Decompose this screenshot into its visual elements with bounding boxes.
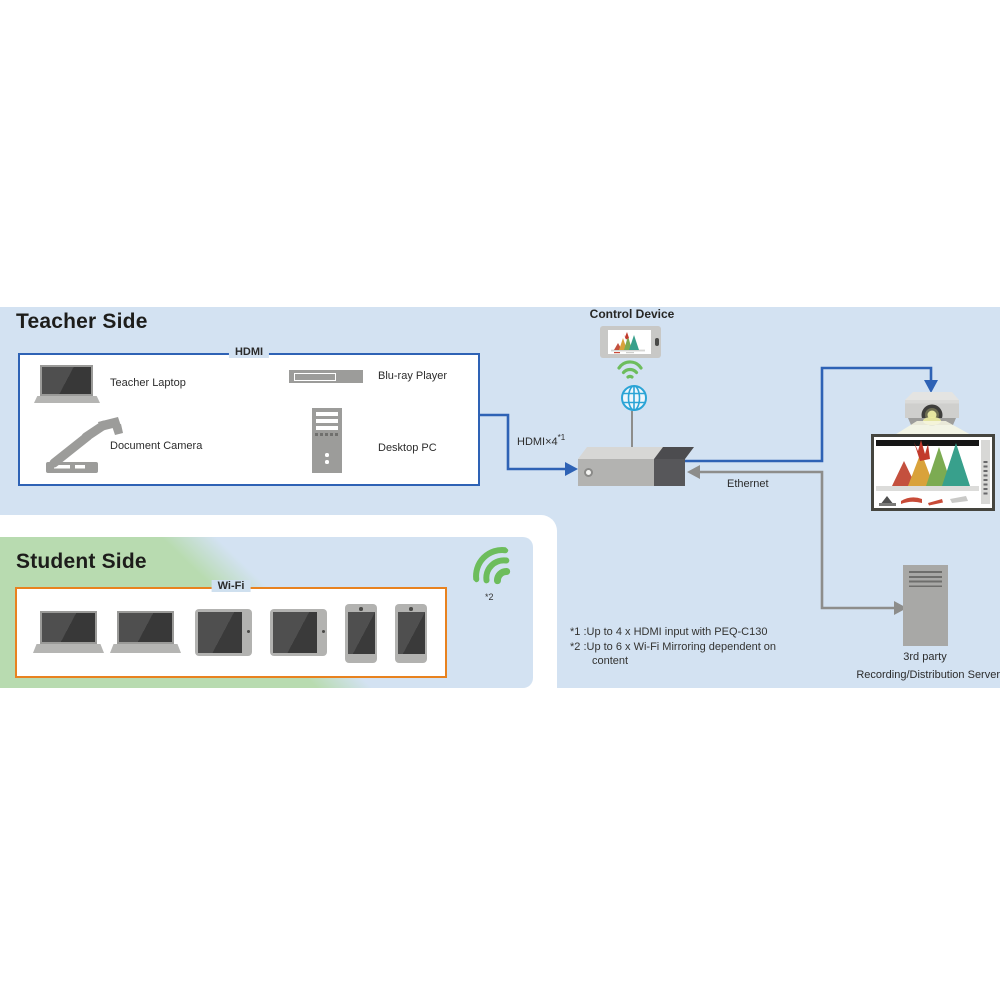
globe-icon <box>621 385 647 411</box>
switcher-power-led <box>584 468 593 477</box>
footnote-line-2: *2 :Up to 6 x Wi-Fi Mirroring dependent … <box>570 640 777 653</box>
display-board-icon <box>871 434 995 511</box>
bluray-tray <box>294 373 336 381</box>
student-laptop-icon <box>110 609 181 653</box>
control-device-title: Control Device <box>589 307 675 321</box>
ethernet-label: Ethernet <box>727 478 769 490</box>
document-camera-icon <box>46 417 123 473</box>
switcher-dark-panel-top <box>654 447 694 459</box>
student-wifi-footnote: *2 <box>485 592 494 602</box>
teacher-side-title: Teacher Side <box>16 310 148 333</box>
control-device-phone-icon <box>600 326 661 358</box>
control-phone-screen-chart <box>611 332 645 354</box>
document-camera-label: Document Camera <box>110 440 203 452</box>
server-icon <box>903 565 948 646</box>
student-phone-icon <box>395 604 427 663</box>
hdmi-input-footnote: *1 <box>557 433 566 442</box>
server-vents <box>909 571 942 587</box>
hdmi-input-label: HDMI×4*1 <box>517 433 566 448</box>
server-label-line2: Recording/Distribution Server <box>856 669 1000 681</box>
server-label-line1: 3rd party <box>903 651 947 663</box>
student-tablet-icon <box>270 609 327 656</box>
student-tablet-icon <box>195 609 252 656</box>
wifi-bus-label: Wi-Fi <box>211 580 251 592</box>
student-side-title: Student Side <box>16 550 147 573</box>
switcher-dark-panel <box>654 459 685 486</box>
control-phone-button <box>655 338 659 346</box>
switcher-device-icon <box>578 447 694 486</box>
hdmi-bus-label: HDMI <box>228 346 270 358</box>
bluray-player-label: Blu-ray Player <box>378 370 448 382</box>
teacher-laptop-label: Teacher Laptop <box>110 377 186 389</box>
teacher-laptop-icon <box>34 363 100 403</box>
footnote-line-1: *1 :Up to 4 x HDMI input with PEQ-C130 <box>570 626 768 638</box>
board-screen-content <box>876 440 990 506</box>
bluray-player-icon <box>289 370 363 383</box>
desktop-pc-label: Desktop PC <box>378 442 437 454</box>
student-phone-icon <box>345 604 377 663</box>
control-wifi-waves-icon <box>617 360 643 379</box>
student-laptop-icon <box>33 609 104 653</box>
footnote-line-3: content <box>592 655 629 667</box>
footnotes-block: *1 :Up to 4 x HDMI input with PEQ-C130 *… <box>570 625 776 669</box>
desktop-pc-icon <box>312 408 342 473</box>
student-wifi-signal-icon <box>473 547 511 585</box>
